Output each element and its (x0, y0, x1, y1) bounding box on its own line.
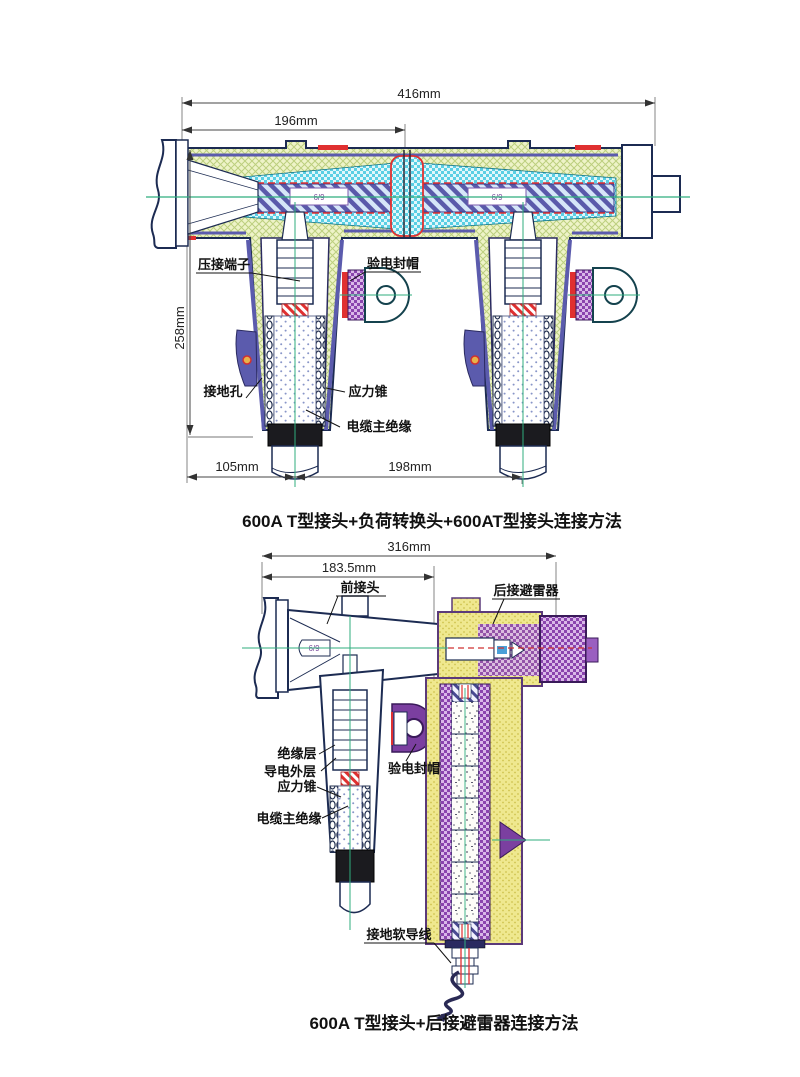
figure2-arrester-body (437, 597, 599, 687)
figure1-callouts: 压接端子 验电封帽 接地孔 应力锥 电缆主绝缘 (196, 256, 421, 434)
label-front-connector: 前接头 (340, 580, 379, 595)
figure2-title: 600A T型接头+后接避雷器连接方法 (309, 1013, 578, 1033)
dim-258: 258mm (172, 306, 187, 349)
figure1-dimensions: 416mm 196mm 258mm 105mm 198mm (172, 86, 655, 481)
figure1-right-plug (621, 144, 681, 239)
label-stress-cone: 应力锥 (277, 779, 316, 794)
figure2-dimensions: 316mm 183.5mm (262, 539, 556, 581)
load-transfer-junction (390, 155, 424, 237)
label-ground-hole: 接地孔 (203, 384, 242, 399)
label-cable-insulation: 电缆主绝缘 (256, 811, 321, 826)
label-test-cap: 验电封帽 (367, 256, 419, 271)
label-test-cap: 验电封帽 (388, 761, 440, 776)
label-ground-wire: 接地软导线 (366, 927, 431, 942)
dim-198: 198mm (388, 459, 431, 474)
label-rear-arrester: 后接避雷器 (493, 583, 559, 598)
figure1-cable-entry (150, 139, 259, 249)
dim-196: 196mm (274, 113, 317, 128)
figure2-leg (318, 616, 385, 930)
dim-316: 316mm (387, 539, 430, 554)
dim-416: 416mm (397, 86, 440, 101)
dim-183-5: 183.5mm (322, 560, 376, 575)
label-insulation-layer: 绝缘层 (277, 746, 316, 761)
label-stress-cone: 应力锥 (348, 384, 387, 399)
figure2-test-cap-lug (391, 703, 435, 753)
figure2-arrester-column (425, 677, 550, 945)
figure2-drawing: 316mm 183.5mm 6/9 (242, 539, 599, 1033)
label-crimp-terminal: 压接端子 (198, 257, 250, 272)
figure1-title: 600A T型接头+负荷转换头+600AT型接头连接方法 (242, 511, 622, 531)
red-seal-strip (318, 145, 348, 150)
figure2-callouts: 前接头 后接避雷器 绝缘层 导电外层 应力锥 电缆主绝缘 验电封帽 接地软导线 (256, 580, 560, 964)
ground-wire-squiggle (440, 970, 465, 1018)
red-seal-strip (575, 145, 601, 150)
dim-105: 105mm (215, 459, 258, 474)
label-conductive-layer: 导电外层 (264, 764, 316, 779)
label-cable-insulation: 电缆主绝缘 (346, 419, 411, 434)
figure1-drawing: 6/9 6/9 416mm 196mm (146, 86, 690, 531)
figure2-ground-terminal (436, 939, 486, 1022)
